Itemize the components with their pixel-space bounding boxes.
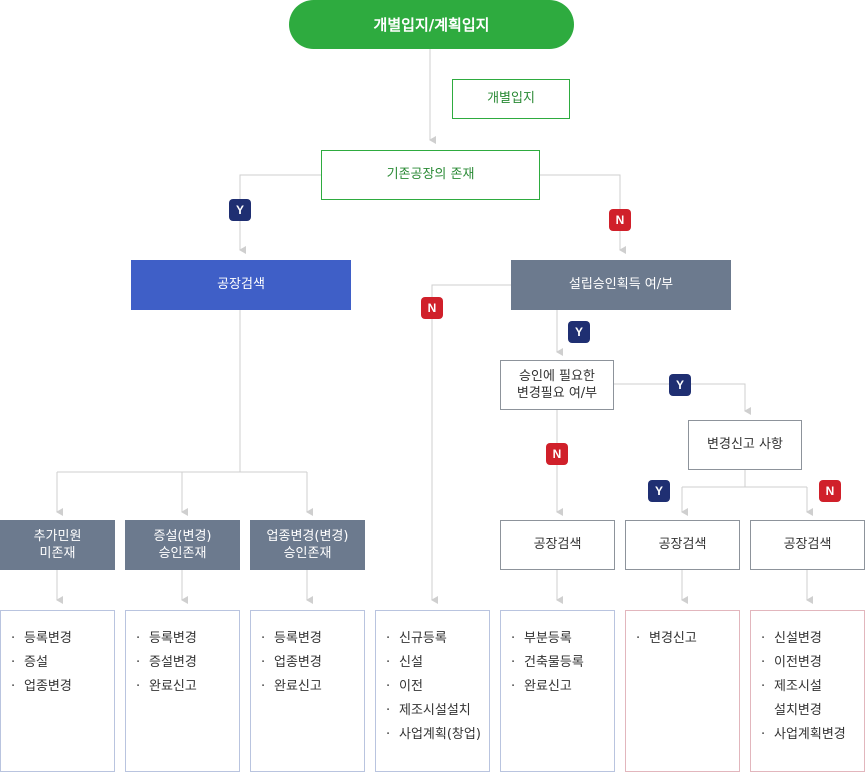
- category-2-line2: 승인존재: [158, 546, 207, 561]
- list-item: 신규등록: [386, 627, 479, 651]
- category-3-line1: 업종변경(변경): [266, 529, 349, 544]
- yes-badge-approval: Y: [568, 321, 590, 343]
- category-no-extra-complaint: 추가민원 미존재: [0, 520, 115, 570]
- list-item: 증설: [11, 651, 104, 675]
- list-item: 사업계획(창업): [386, 723, 481, 747]
- list-item: 이전변경: [761, 651, 854, 675]
- leaf-list-6: 변경신고: [625, 610, 740, 772]
- category-1-line1: 추가민원: [33, 529, 82, 544]
- change-report-node: 변경신고 사항: [688, 420, 802, 470]
- approval-question: 설립승인획득 여/부: [511, 260, 731, 310]
- factory-search-b: 공장검색: [625, 520, 740, 570]
- list-item: 업종변경: [261, 651, 354, 675]
- leaf-list-7: 신설변경 이전변경 제조시설 설치변경 사업계획변경: [750, 610, 865, 772]
- factory-search-a-label: 공장검색: [533, 537, 582, 552]
- list-item: 등록변경: [11, 627, 104, 651]
- list-item: 제조시설: [761, 675, 854, 699]
- yes-badge-change: Y: [669, 374, 691, 396]
- no-badge-change: N: [546, 443, 568, 465]
- leaf-list-1: 등록변경 증설 업종변경: [0, 610, 115, 772]
- change-needed-line2: 변경필요 여/부: [516, 386, 598, 401]
- list-item: 신설변경: [761, 627, 854, 651]
- list-item: 완료신고: [261, 675, 354, 699]
- root-node: 개별입지/계획입지: [289, 0, 574, 49]
- list-item: 증설변경: [136, 651, 229, 675]
- change-needed-line1: 승인에 필요한: [519, 369, 595, 384]
- list-item: 업종변경: [11, 675, 104, 699]
- branch-label-box: 개별입지: [452, 79, 570, 119]
- factory-search-c: 공장검색: [750, 520, 865, 570]
- list-item: 등록변경: [136, 627, 229, 651]
- leaf-list-4: 신규등록 신설 이전 제조시설설치 사업계획(창업): [375, 610, 490, 772]
- list-item: 완료신고: [136, 675, 229, 699]
- category-2-line1: 증설(변경): [153, 529, 212, 544]
- category-1-line2: 미존재: [39, 546, 76, 561]
- list-item: 완료신고: [511, 675, 604, 699]
- list-item-continuation: 설치변경: [774, 703, 822, 718]
- leaf-list-3: 등록변경 업종변경 완료신고: [250, 610, 365, 772]
- leaf-list-5: 부분등록 건축물등록 완료신고: [500, 610, 615, 772]
- approval-question-label: 설립승인획득 여/부: [568, 277, 674, 292]
- list-item: 사업계획변경: [761, 723, 854, 747]
- category-business-change-approval: 업종변경(변경) 승인존재: [250, 520, 365, 570]
- no-badge-approval: N: [421, 297, 443, 319]
- branch-label: 개별입지: [487, 91, 535, 106]
- list-item: 변경신고: [636, 627, 729, 651]
- list-item: 신설: [386, 651, 479, 675]
- factory-search-b-label: 공장검색: [658, 537, 707, 552]
- factory-search-main-label: 공장검색: [217, 277, 265, 292]
- factory-search-c-label: 공장검색: [783, 537, 832, 552]
- yes-badge-existing: Y: [229, 199, 251, 221]
- yes-badge-report: Y: [648, 480, 670, 502]
- leaf-list-2: 등록변경 증설변경 완료신고: [125, 610, 240, 772]
- no-badge-existing: N: [609, 209, 631, 231]
- change-needed-question: 승인에 필요한 변경필요 여/부: [500, 360, 614, 410]
- list-item: 이전: [386, 675, 479, 699]
- root-label: 개별입지/계획입지: [373, 15, 490, 34]
- factory-search-a: 공장검색: [500, 520, 615, 570]
- existing-factory-question: 기존공장의 존재: [321, 150, 540, 200]
- list-item: 제조시설설치: [386, 699, 479, 723]
- list-item: 건축물등록: [511, 651, 604, 675]
- category-3-line2: 승인존재: [283, 546, 332, 561]
- list-item: 등록변경: [261, 627, 354, 651]
- list-item: 부분등록: [511, 627, 604, 651]
- no-badge-report: N: [819, 480, 841, 502]
- change-report-label: 변경신고 사항: [707, 437, 783, 452]
- existing-factory-label: 기존공장의 존재: [386, 167, 475, 182]
- category-expansion-approval: 증설(변경) 승인존재: [125, 520, 240, 570]
- factory-search-main: 공장검색: [131, 260, 351, 310]
